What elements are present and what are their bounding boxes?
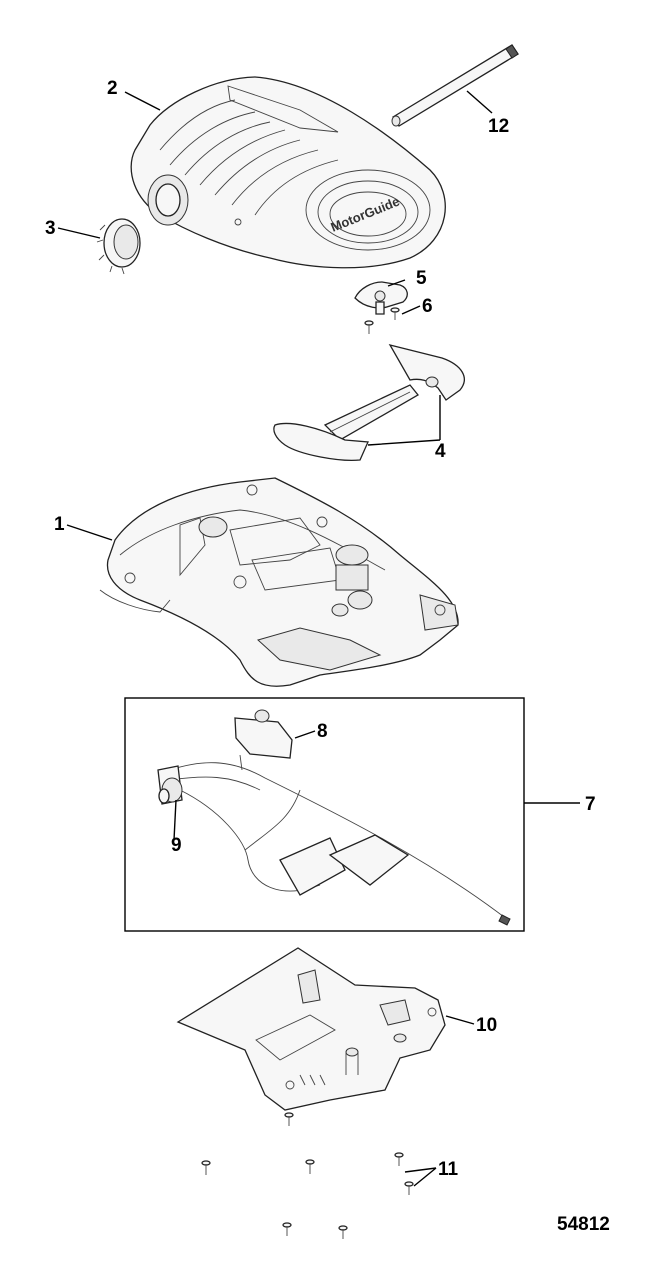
callout-12: 12 <box>488 116 509 137</box>
part-10-plate <box>176 947 446 1111</box>
part-12-rod <box>391 44 519 127</box>
screw-set-11 <box>201 1112 414 1239</box>
part-8-switch <box>234 709 293 771</box>
figure-number: 54812 <box>557 1214 610 1235</box>
part-7-wire-harness <box>169 762 511 926</box>
callout-11: 11 <box>438 1159 459 1180</box>
part-2-pedal-cover: MotorGuide <box>130 76 446 269</box>
callout-5: 5 <box>416 268 427 289</box>
part-6-screw <box>390 307 400 320</box>
callout-3: 3 <box>45 218 56 239</box>
part-7-assembly-box <box>124 697 525 932</box>
callout-8: 8 <box>317 721 328 742</box>
part-9-potentiometer <box>157 765 183 805</box>
callout-6: 6 <box>422 296 433 317</box>
part-3-knob <box>96 218 141 275</box>
callout-1: 1 <box>54 514 65 535</box>
screw <box>364 320 374 334</box>
callout-2: 2 <box>107 78 118 99</box>
part-4-pads <box>273 343 465 461</box>
part-5-clip <box>354 281 408 315</box>
callout-9: 9 <box>171 835 182 856</box>
callout-7: 7 <box>585 794 596 815</box>
callout-4: 4 <box>435 441 446 462</box>
part-1-base <box>99 477 459 687</box>
callout-10: 10 <box>476 1015 497 1036</box>
